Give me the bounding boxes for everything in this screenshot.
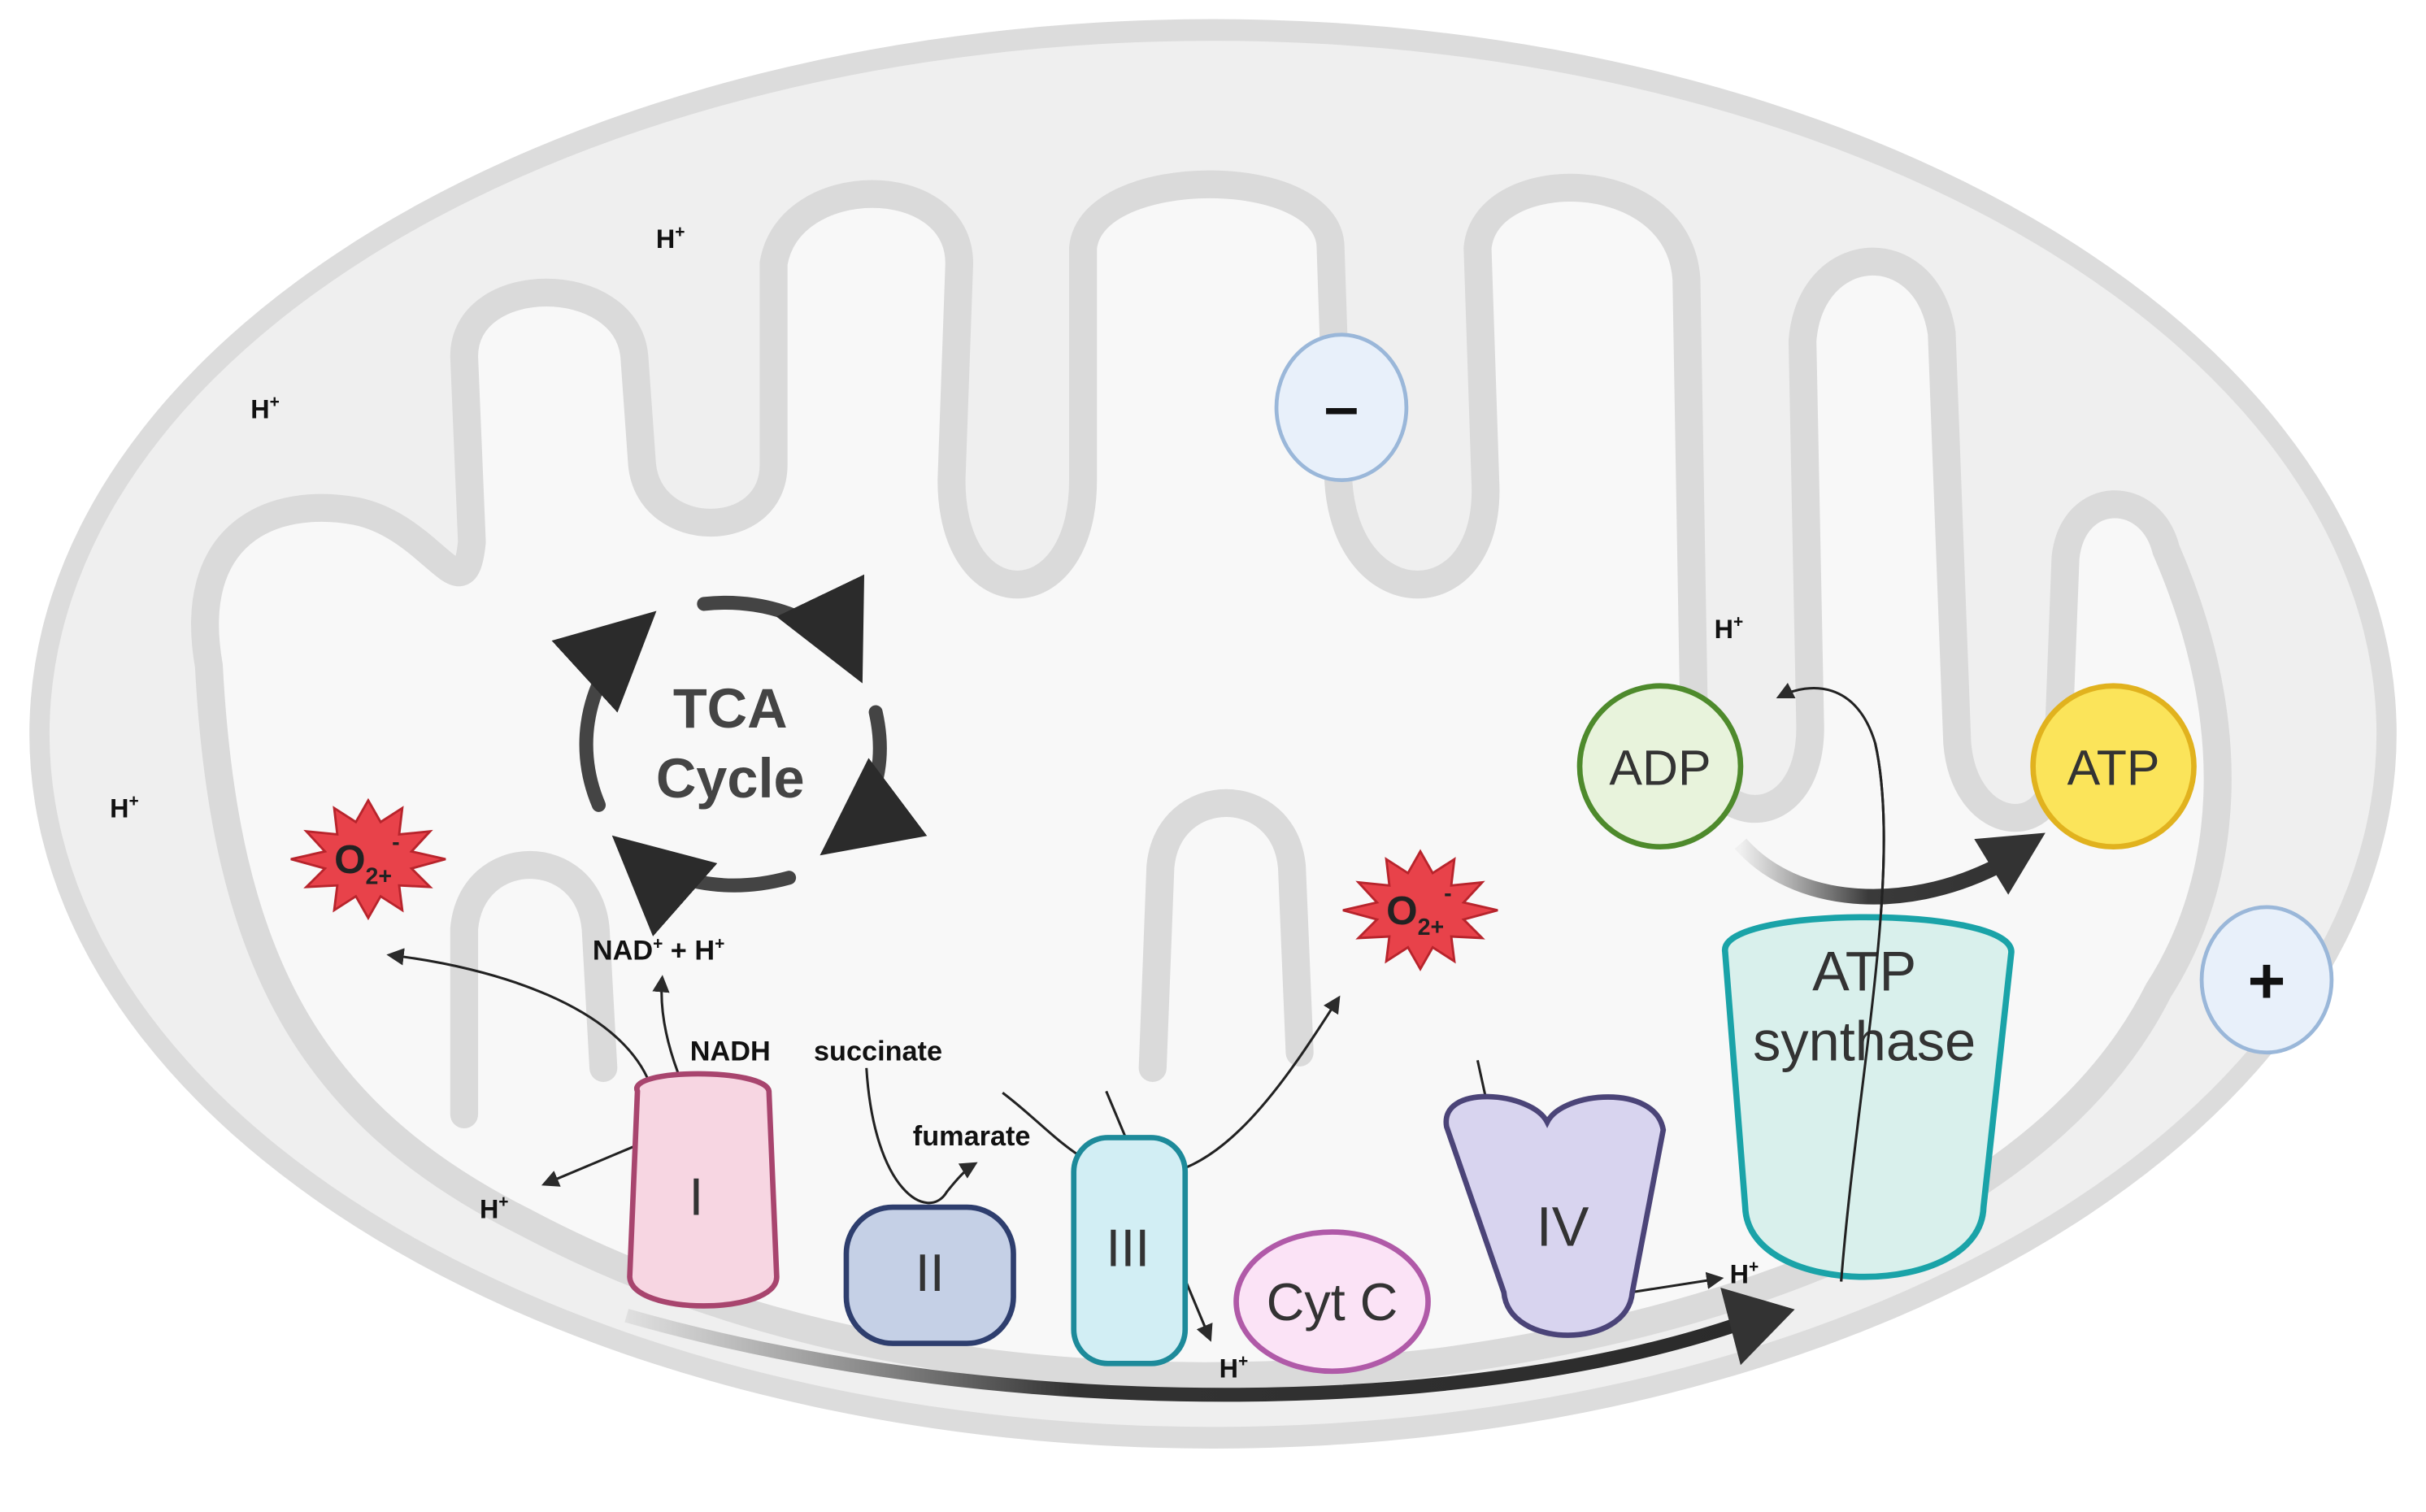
lower-crista-mid — [1138, 789, 1314, 1082]
svg-text:ATP: ATP — [2067, 741, 2160, 796]
minus-charge-icon: – — [1274, 332, 1409, 483]
h-ion-label: H+ — [1715, 612, 1744, 643]
proton-flow-arrowhead — [1720, 1288, 1795, 1366]
h-ion-label: H+ — [1730, 1258, 1759, 1288]
svg-text:ADP: ADP — [1609, 741, 1711, 796]
h-ion-label: H+ — [656, 223, 685, 254]
fumarate-label: fumarate — [913, 1121, 1031, 1152]
nadh-label: NADH — [690, 1036, 771, 1067]
adp-to-atp-arrowhead — [1974, 832, 2046, 895]
complex-2: II — [843, 1204, 1016, 1346]
ros-star-icon: O2+- — [1342, 849, 1498, 971]
succinate-label: succinate — [814, 1036, 942, 1067]
svg-text:Cyt C: Cyt C — [1267, 1272, 1398, 1332]
h-ion-label: H+ — [250, 393, 280, 424]
adp-molecule: ADP — [1576, 683, 1744, 850]
nad-label: NAD+ + H+ — [593, 934, 724, 966]
lower-crista-left — [450, 851, 618, 1129]
cytochrome-c: Cyt C — [1233, 1229, 1431, 1375]
h-ion-label: H+ — [110, 792, 139, 823]
ros-star-icon: O2+- — [290, 797, 446, 921]
atp-synthase-proton-line — [1840, 742, 1885, 1282]
h-ion-label: H+ — [480, 1193, 509, 1223]
plus-charge-icon: + — [2199, 905, 2334, 1055]
proton-flow-arrow — [624, 1309, 1743, 1402]
tca-label-line2: Cycle — [656, 747, 805, 810]
svg-text:III: III — [1106, 1218, 1150, 1277]
h-ion-label: H+ — [1220, 1352, 1249, 1383]
svg-text:+: + — [2248, 945, 2286, 1017]
complex-1: I — [627, 1071, 780, 1309]
atp-synthase: ATP synthase — [1722, 914, 2015, 1280]
svg-text:IV: IV — [1537, 1196, 1589, 1258]
svg-text:ATP: ATP — [1812, 941, 1916, 1003]
adp-to-atp-arrow — [1734, 838, 2000, 905]
svg-text:–: – — [1324, 372, 1359, 441]
svg-text:I: I — [689, 1167, 703, 1227]
svg-text:O2+-: O2+- — [1386, 880, 1452, 941]
svg-text:II: II — [915, 1243, 945, 1302]
atp-molecule: ATP — [2030, 683, 2197, 850]
svg-text:O2+-: O2+- — [334, 829, 400, 889]
complex-3: III — [1071, 1135, 1189, 1366]
complex-4: IV — [1443, 1093, 1667, 1338]
tca-label-line1: TCA — [673, 677, 788, 740]
tca-cycle-arrows-icon — [551, 574, 928, 936]
